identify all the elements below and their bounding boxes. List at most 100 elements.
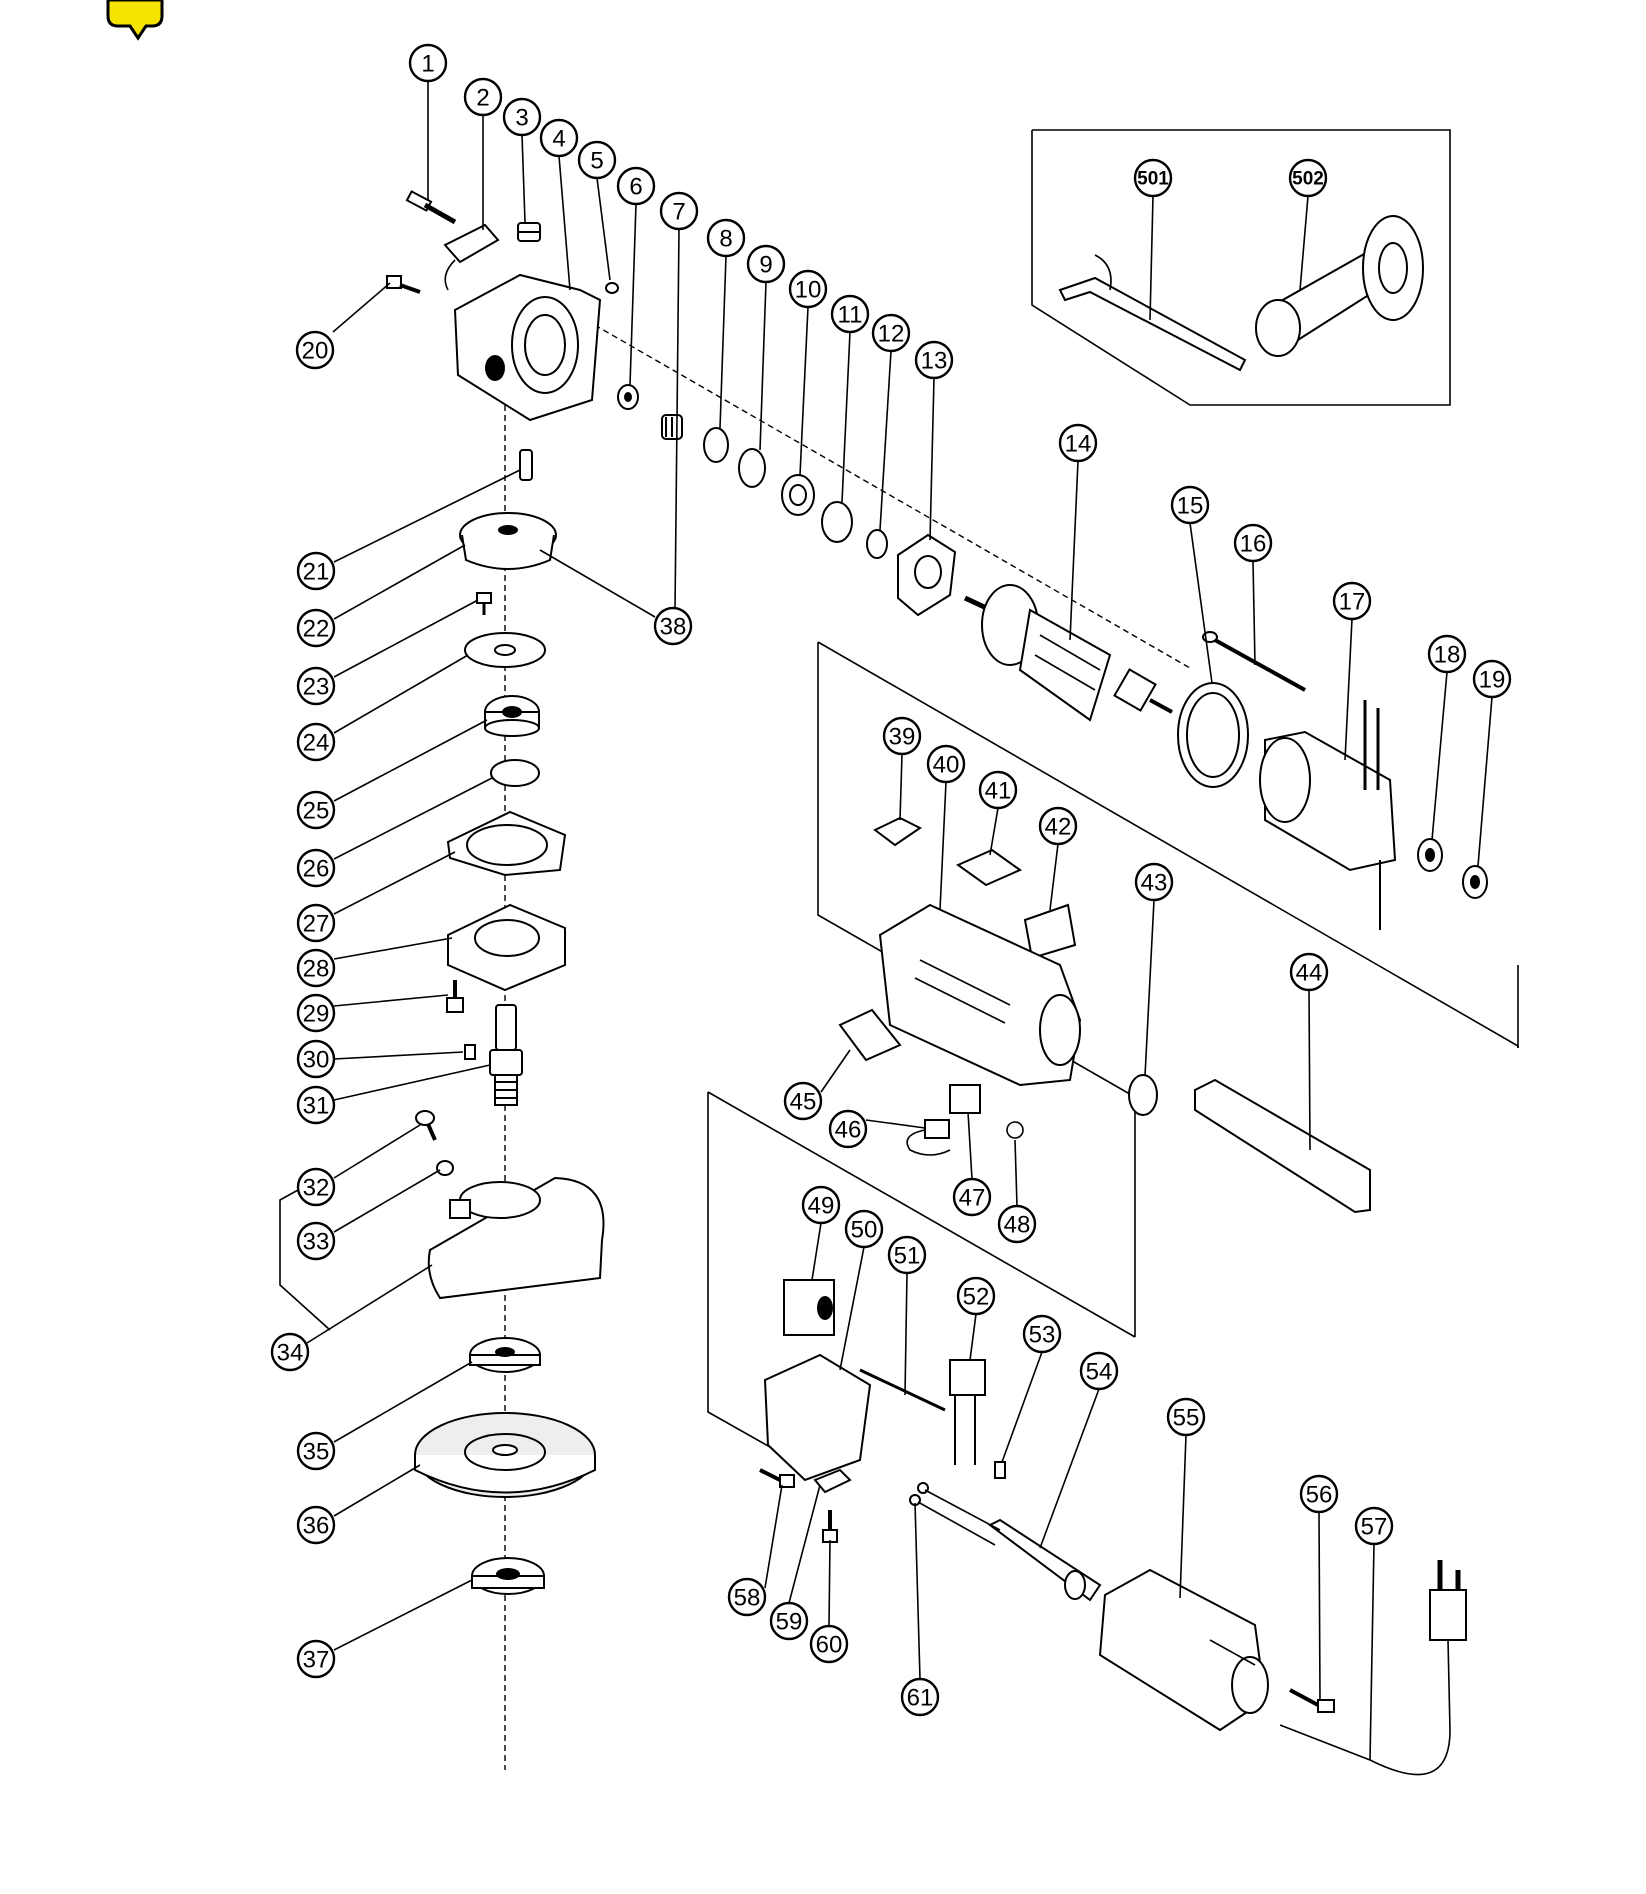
callout-502: 502: [1288, 158, 1328, 198]
callout-6: 6: [616, 166, 656, 206]
callout-label: 4: [552, 126, 565, 153]
screw-part-32: [415, 1110, 437, 1141]
nut-part-33: [436, 1160, 454, 1176]
callout-49: 49: [801, 1185, 841, 1225]
callout-43: 43: [1134, 862, 1174, 902]
callout-25: 25: [296, 790, 336, 830]
callout-label: 1: [421, 51, 434, 78]
screw-part-29: [446, 980, 464, 1013]
ball-bearing-part-10: [781, 474, 815, 516]
callout-label: 32: [303, 1175, 330, 1202]
callout-23: 23: [296, 666, 336, 706]
cord-armor-part-54: [988, 1518, 1102, 1602]
callout-27: 27: [296, 903, 336, 943]
callout-label: 27: [303, 911, 330, 938]
callout-label: 51: [894, 1243, 921, 1270]
screw-part-1: [405, 190, 457, 225]
callout-20: 20: [295, 330, 335, 370]
washer-part-8: [703, 427, 729, 463]
handle-part-55: [1098, 1568, 1269, 1732]
callout-label: 18: [1434, 642, 1461, 669]
callout-label: 52: [963, 1284, 990, 1311]
callout-46: 46: [828, 1109, 868, 1149]
callout-label: 34: [277, 1340, 304, 1367]
callout-35: 35: [296, 1431, 336, 1471]
nut-part-6: [617, 384, 639, 410]
callout-label: 14: [1065, 431, 1092, 458]
key-part-30: [464, 1044, 476, 1060]
screw-part-60: [822, 1510, 838, 1543]
ball-bearing-part-25: [484, 695, 540, 737]
side-handle-part-502: [1255, 215, 1424, 357]
callout-5: 5: [577, 140, 617, 180]
callout-label: 54: [1086, 1359, 1113, 1386]
callout-label: 15: [1177, 493, 1204, 520]
callout-label: 3: [515, 105, 528, 132]
callout-48: 48: [997, 1204, 1037, 1244]
stator-part-17: [1259, 700, 1397, 930]
callout-19: 19: [1472, 659, 1512, 699]
callout-61: 61: [900, 1677, 940, 1717]
callout-54: 54: [1079, 1351, 1119, 1391]
callout-40: 40: [926, 744, 966, 784]
screw-part-20: [386, 275, 421, 294]
callout-18: 18: [1427, 634, 1467, 674]
bearing-plate-part-24: [464, 632, 546, 668]
callout-21: 21: [296, 551, 336, 591]
ring-part-11: [821, 501, 853, 543]
callout-label: 26: [303, 856, 330, 883]
callout-59: 59: [769, 1601, 809, 1641]
housing-part-40: [878, 903, 1082, 1087]
bearing-holder-part-13: [897, 533, 957, 617]
callout-label: 11: [838, 302, 863, 329]
bearing-cover-part-28: [447, 903, 566, 992]
ball-bearing-part-19: [1462, 865, 1488, 899]
switch-part-49: [783, 1279, 835, 1336]
noise-suppressor-part-52: [949, 1359, 986, 1465]
callout-22: 22: [296, 608, 336, 648]
grinding-wheel-part-36: [414, 1412, 596, 1498]
callout-label: 38: [660, 614, 687, 641]
callout-label: 57: [1361, 1514, 1388, 1541]
callout-label: 501: [1137, 169, 1169, 190]
wheel-nut-part-37: [471, 1557, 545, 1595]
carbon-brush-part-46: [906, 1119, 951, 1156]
callout-42: 42: [1038, 806, 1078, 846]
handle-cover-part-50: [763, 1353, 872, 1482]
callout-3: 3: [502, 97, 542, 137]
callout-38: 38: [653, 606, 693, 646]
callout-label: 17: [1339, 589, 1366, 616]
callout-label: 61: [907, 1685, 934, 1712]
callout-label: 9: [759, 252, 772, 279]
wheel-guard-part-34: [427, 1176, 605, 1300]
washer-part-12: [866, 529, 888, 559]
brush-holder-part-47: [949, 1084, 981, 1114]
callout-label: 7: [672, 199, 685, 226]
callout-label: 37: [303, 1647, 330, 1674]
callout-50: 50: [844, 1209, 884, 1249]
callout-label: 56: [1306, 1482, 1333, 1509]
internal-wire-part-61: [909, 1482, 1001, 1546]
callout-label: 20: [302, 338, 329, 365]
callout-label: 502: [1292, 169, 1324, 190]
callout-label: 44: [1296, 960, 1323, 987]
callout-51: 51: [887, 1235, 927, 1275]
note-badge-icon: [106, 0, 164, 41]
callout-45: 45: [783, 1081, 823, 1121]
callout-label: 23: [303, 674, 330, 701]
callout-label: 47: [959, 1185, 986, 1212]
callout-32: 32: [296, 1167, 336, 1207]
callout-31: 31: [296, 1085, 336, 1125]
callout-label: 50: [851, 1217, 878, 1244]
packing-part-27: [446, 810, 567, 877]
callout-label: 29: [303, 1001, 330, 1028]
callout-label: 22: [303, 616, 330, 643]
callout-33: 33: [296, 1221, 336, 1261]
spring-part-48: [1006, 1121, 1024, 1139]
callout-60: 60: [809, 1624, 849, 1664]
leader-lines: [279, 81, 1493, 1761]
label-part-45: [838, 1008, 902, 1062]
connector-part-53: [994, 1461, 1006, 1479]
callout-label: 59: [776, 1609, 803, 1636]
